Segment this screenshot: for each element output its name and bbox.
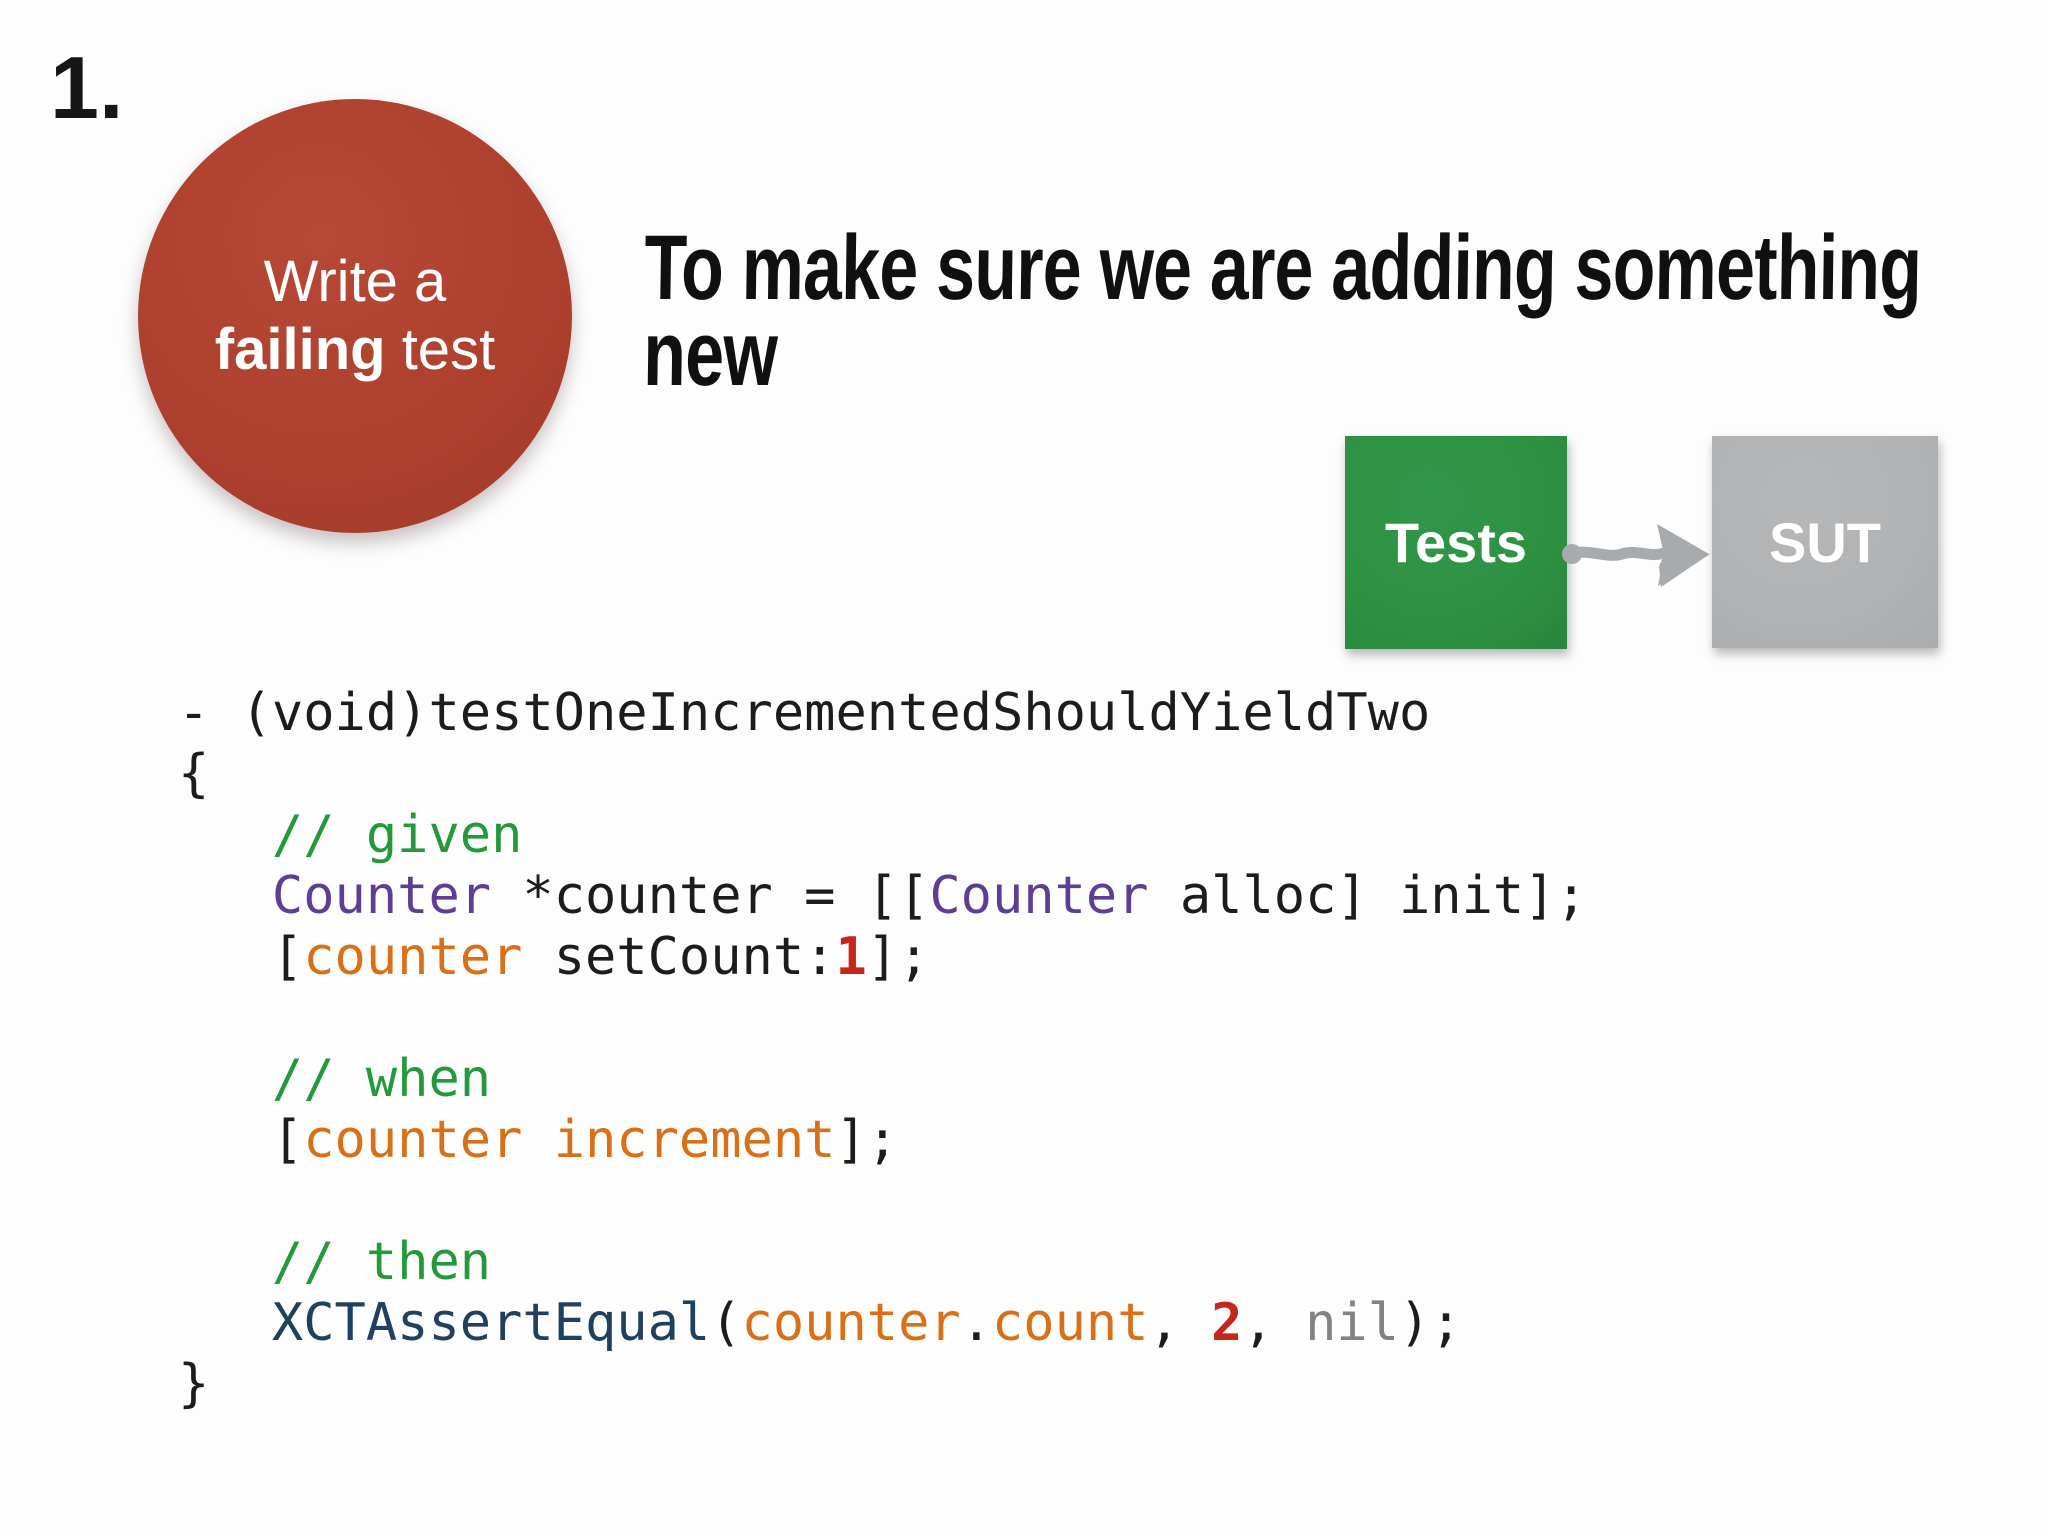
code-line: // given bbox=[271, 805, 523, 865]
circle-line2: failing test bbox=[215, 316, 495, 384]
code-line: // then bbox=[271, 1232, 492, 1292]
slide-heading: To make sure we are adding something new bbox=[642, 217, 2013, 405]
code-line: [counter increment]; bbox=[178, 1110, 899, 1170]
sut-box: SUT bbox=[1712, 436, 1938, 648]
sut-box-label: SUT bbox=[1769, 510, 1881, 574]
code-line bbox=[178, 988, 1587, 1049]
circle-line2-bold: failing bbox=[214, 317, 386, 382]
code-line: } bbox=[178, 1354, 210, 1414]
circle-line2-rest: test bbox=[385, 317, 496, 382]
step-number: 1. bbox=[50, 38, 124, 137]
heading-line1: To make sure we are adding something bbox=[643, 217, 1922, 319]
code-block: - (void)testOneIncrementedShouldYieldTwo… bbox=[178, 683, 1587, 1415]
right-arrow-icon bbox=[1562, 522, 1710, 587]
failing-test-circle: Write a failing test bbox=[138, 99, 572, 533]
circle-line1: Write a bbox=[263, 249, 447, 314]
tests-box: Tests bbox=[1345, 436, 1567, 649]
code-line: { bbox=[178, 744, 210, 804]
code-line: [counter setCount:1]; bbox=[178, 927, 930, 987]
code-line bbox=[178, 1171, 1587, 1232]
tests-box-label: Tests bbox=[1384, 511, 1528, 574]
circle-text: Write a failing test bbox=[215, 248, 495, 384]
code-line: Counter *counter = [[Counter alloc] init… bbox=[271, 866, 1587, 926]
heading-line2: new bbox=[642, 303, 778, 405]
code-line: XCTAssertEqual(counter.count, 2, nil); bbox=[271, 1293, 1462, 1353]
code-line: - (void)testOneIncrementedShouldYieldTwo bbox=[178, 683, 1431, 743]
code-line: // when bbox=[271, 1049, 492, 1109]
